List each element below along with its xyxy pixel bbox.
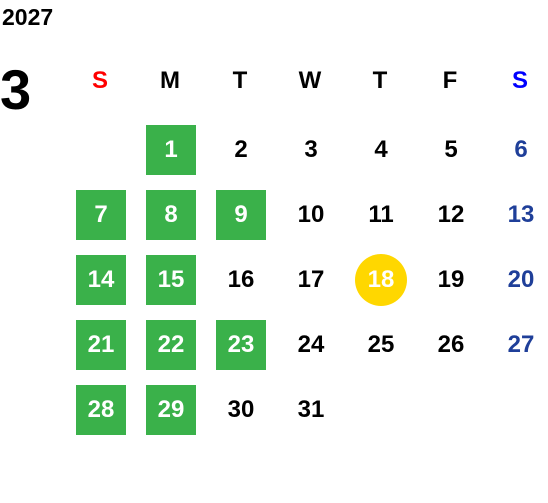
day-18[interactable]: 18 — [355, 254, 407, 306]
day-29[interactable]: 29 — [146, 385, 196, 435]
day-cell: 5 — [415, 118, 485, 183]
weekday-wed: W — [298, 67, 322, 94]
day-14[interactable]: 14 — [76, 255, 126, 305]
day-cell: 22 — [135, 313, 205, 378]
day-cell: 10 — [275, 183, 345, 248]
day-3[interactable]: 3 — [304, 136, 318, 163]
weekday-fri: F — [442, 67, 458, 94]
day-cell: 25 — [345, 313, 415, 378]
day-cell: 18 — [345, 248, 415, 313]
day-cell: 17 — [275, 248, 345, 313]
day-19[interactable]: 19 — [437, 266, 465, 293]
day-12[interactable]: 12 — [437, 201, 465, 228]
month-label: 3 — [0, 58, 32, 121]
day-24[interactable]: 24 — [297, 331, 325, 358]
day-cell: 3 — [275, 118, 345, 183]
day-cell: 27 — [485, 313, 548, 378]
day-cell: 23 — [205, 313, 275, 378]
empty-cell — [65, 118, 135, 183]
day-6[interactable]: 6 — [514, 136, 528, 163]
day-30[interactable]: 30 — [227, 396, 255, 423]
day-17[interactable]: 17 — [297, 266, 325, 293]
day-cell: 30 — [205, 378, 275, 443]
day-cell: 12 — [415, 183, 485, 248]
day-cell: 19 — [415, 248, 485, 313]
day-27[interactable]: 27 — [507, 331, 535, 358]
day-8[interactable]: 8 — [146, 190, 196, 240]
day-cell: 6 — [485, 118, 548, 183]
day-2[interactable]: 2 — [234, 136, 248, 163]
day-cell: 1 — [135, 118, 205, 183]
day-cell: 11 — [345, 183, 415, 248]
weekday-sat: S — [511, 67, 528, 94]
day-cell: 24 — [275, 313, 345, 378]
day-1[interactable]: 1 — [146, 125, 196, 175]
day-cell: 28 — [65, 378, 135, 443]
day-cell: 26 — [415, 313, 485, 378]
day-cell: 21 — [65, 313, 135, 378]
day-cell: 9 — [205, 183, 275, 248]
day-cell: 31 — [275, 378, 345, 443]
day-cell: 8 — [135, 183, 205, 248]
day-cell: 15 — [135, 248, 205, 313]
day-10[interactable]: 10 — [297, 201, 325, 228]
day-21[interactable]: 21 — [76, 320, 126, 370]
day-26[interactable]: 26 — [437, 331, 465, 358]
weekday-mon: M — [160, 67, 180, 94]
day-15[interactable]: 15 — [146, 255, 196, 305]
weekday-header: S M T W T F S — [65, 63, 548, 99]
day-cell: 20 — [485, 248, 548, 313]
weekday-sun: S — [91, 67, 108, 94]
day-31[interactable]: 31 — [297, 396, 325, 423]
day-cell: 29 — [135, 378, 205, 443]
day-20[interactable]: 20 — [507, 266, 535, 293]
day-7[interactable]: 7 — [76, 190, 126, 240]
weekday-thu: T — [372, 67, 388, 94]
day-9[interactable]: 9 — [216, 190, 266, 240]
day-25[interactable]: 25 — [367, 331, 395, 358]
day-5[interactable]: 5 — [444, 136, 458, 163]
year-label: 2027 — [2, 4, 54, 30]
day-22[interactable]: 22 — [146, 320, 196, 370]
day-11[interactable]: 11 — [368, 201, 394, 228]
day-cell: 2 — [205, 118, 275, 183]
day-4[interactable]: 4 — [374, 136, 388, 163]
day-16[interactable]: 16 — [227, 266, 255, 293]
day-cell: 4 — [345, 118, 415, 183]
day-cell: 14 — [65, 248, 135, 313]
day-cell: 7 — [65, 183, 135, 248]
weekday-tue: T — [232, 67, 248, 94]
day-23[interactable]: 23 — [216, 320, 266, 370]
day-28[interactable]: 28 — [76, 385, 126, 435]
day-cell: 16 — [205, 248, 275, 313]
day-cell: 13 — [485, 183, 548, 248]
day-13[interactable]: 13 — [507, 201, 535, 228]
